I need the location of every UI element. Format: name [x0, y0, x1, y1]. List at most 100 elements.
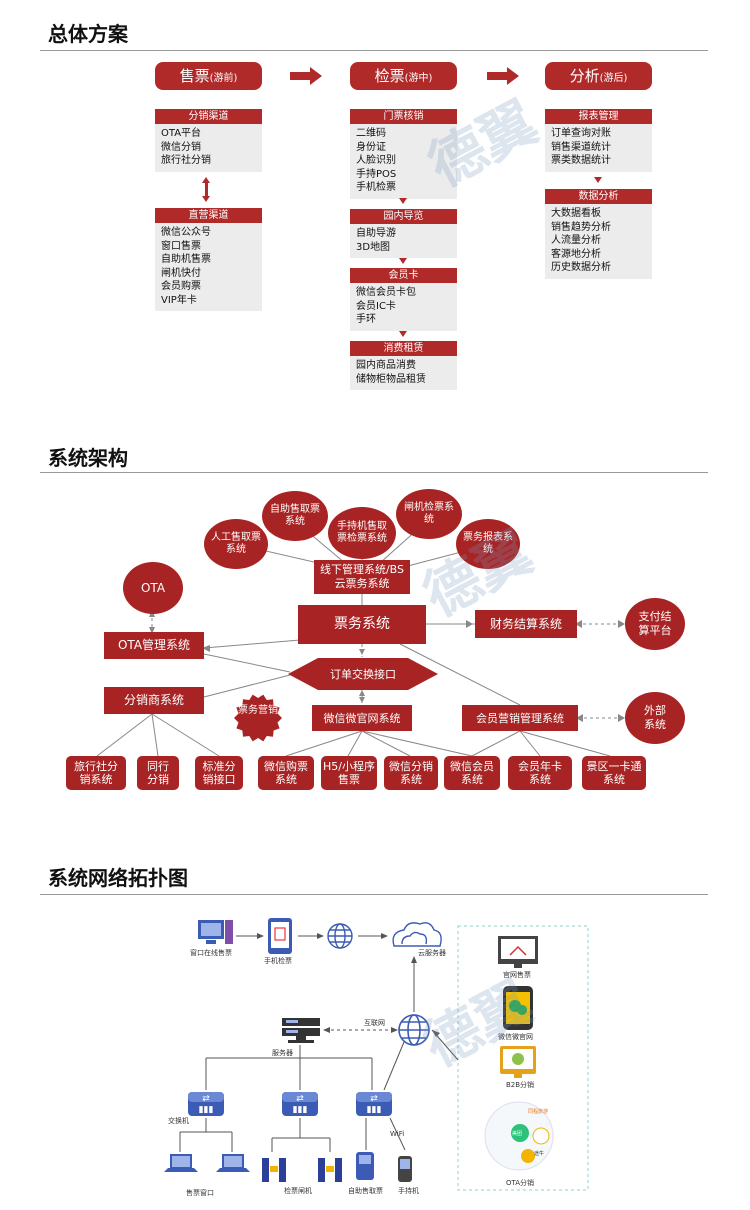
- label-internet: 互联网: [364, 1019, 385, 1027]
- circle-report: 票务报表系统: [456, 519, 520, 569]
- phase-check: 检票(游中): [350, 62, 457, 90]
- bottom-box-h5: H5/小程序售票: [321, 756, 377, 790]
- card-item: 园内商品消费: [356, 360, 416, 371]
- bottom-label: 景区一卡通系统: [586, 760, 642, 786]
- phase-analysis: 分析(游后): [545, 62, 652, 90]
- card-item: 销售渠道统计: [551, 141, 611, 153]
- ticket-system-box: 票务系统: [298, 605, 426, 644]
- switch-icon-3: ▮▮▮ ⇄: [356, 1092, 392, 1116]
- official-site-icon: [498, 936, 538, 968]
- dist-system-box: 分销商系统: [104, 687, 204, 714]
- card-item: 票类数据统计: [551, 155, 611, 166]
- ota-mgr-box: OTA管理系统: [104, 632, 204, 659]
- box-label: 线下管理系统/BS云票务系统: [319, 563, 405, 590]
- svg-text:▮▮▮: ▮▮▮: [293, 1105, 308, 1115]
- circle-gate: 闸机检票系统: [396, 489, 462, 539]
- phase-name: 检票: [374, 67, 405, 85]
- card-title: 消费租赁: [350, 341, 457, 356]
- label-wifi: WiFi: [390, 1130, 405, 1138]
- bottom-label: H5/小程序售票: [323, 760, 375, 786]
- card-item: 人脸识别: [356, 155, 396, 166]
- window-sale-icon: [198, 920, 233, 944]
- card-item: 微信分销: [161, 141, 201, 153]
- circle-self-sell: 自助售取票系统: [262, 491, 328, 541]
- arrow-right: [487, 72, 509, 80]
- card-item: 会员购票: [161, 281, 201, 292]
- double-arrow-line: [205, 181, 208, 199]
- arrow-right-head: [507, 67, 519, 85]
- wechat-system-box: 微信微官网系统: [312, 705, 412, 731]
- gate-icon: [262, 1158, 342, 1182]
- card-item: 历史数据分析: [551, 262, 611, 273]
- section-title-architecture: 系统架构: [48, 446, 128, 470]
- card-item: 客源地分析: [551, 248, 601, 260]
- phase-name: 售票: [179, 67, 210, 85]
- label-sell-window: 售票窗口: [186, 1189, 214, 1197]
- section-title-topology: 系统网络拓扑图: [48, 866, 188, 890]
- card-item: 储物柜物品租赁: [356, 373, 426, 385]
- bottom-box-standard-api: 标准分销接口: [195, 756, 243, 790]
- label-meituan: 美团: [512, 1131, 523, 1137]
- card-item: 窗口售票: [161, 240, 201, 252]
- laptop-icon: [164, 1154, 198, 1172]
- card-title: 数据分析: [545, 189, 652, 204]
- bottom-label: 微信购票系统: [264, 760, 308, 786]
- section-divider: [40, 472, 708, 473]
- card-title: 园内导览: [350, 209, 457, 224]
- card-item: 旅行社分销: [161, 155, 211, 166]
- bottom-box-travel-agency: 旅行社分销系统: [66, 756, 126, 790]
- circle-label: 闸机检票系统: [404, 502, 454, 525]
- circle-label: 票务报表系统: [463, 532, 513, 555]
- card-rent: 消费租赁 园内商品消费 储物柜物品租赁: [350, 341, 457, 390]
- bottom-box-wechat-buy: 微信购票系统: [258, 756, 314, 790]
- circle-label: 人工售取票系统: [211, 532, 261, 555]
- card-item: 闸机快付: [161, 267, 201, 279]
- bottom-box-peer-dist: 同行分销: [137, 756, 179, 790]
- card-item: 自助机售票: [161, 254, 211, 265]
- label-server: 服务器: [272, 1049, 293, 1057]
- section-divider: [40, 894, 708, 895]
- circle-label: 手持机售取票检票系统: [337, 521, 387, 544]
- card-direct-channel: 直营渠道 微信公众号 窗口售票 自助机售票 闸机快付 会员购票 VIP年卡: [155, 208, 262, 311]
- handheld-icon: [398, 1156, 412, 1182]
- card-item: 二维码: [356, 128, 386, 139]
- marketing-seal: [234, 694, 282, 742]
- arrow-down-icon: [399, 331, 407, 337]
- globe-icon-internet: [398, 1014, 430, 1046]
- svg-text:⇄: ⇄: [202, 1094, 210, 1104]
- label-switch: 交换机: [168, 1117, 189, 1125]
- card-item: 微信会员卡包: [356, 287, 416, 298]
- arrow-down-icon: [399, 198, 407, 204]
- card-item: OTA平台: [161, 128, 202, 139]
- arrow-right-head: [310, 67, 322, 85]
- circle-label: 外部系统: [644, 704, 666, 731]
- order-interface-label: 订单交换接口: [330, 668, 396, 681]
- wechat-site-icon: [503, 986, 533, 1030]
- label-tuniu: 途牛: [534, 1151, 545, 1157]
- globe-icon: [327, 923, 353, 949]
- label-self-machine: 自助售取票: [348, 1187, 383, 1195]
- arrow-up-head: [202, 177, 210, 183]
- circle-handheld: 手持机售取票检票系统: [328, 507, 396, 559]
- bottom-box-annual-card: 会员年卡系统: [508, 756, 572, 790]
- label-cloud: 云服务器: [418, 949, 446, 957]
- circle-manual-sell: 人工售取票系统: [204, 519, 268, 569]
- svg-text:▮▮▮: ▮▮▮: [199, 1105, 214, 1115]
- card-item: 人流量分析: [551, 235, 601, 246]
- card-item: 微信公众号: [161, 227, 211, 238]
- section-divider: [40, 50, 708, 51]
- card-item: VIP年卡: [161, 294, 197, 306]
- card-item: 销售趋势分析: [551, 221, 611, 233]
- arrow-right: [290, 72, 312, 80]
- circle-pay-platform: 支付结算平台: [625, 598, 685, 650]
- phase-sell: 售票(游前): [155, 62, 262, 90]
- card-title: 会员卡: [350, 268, 457, 283]
- label-wechat-site: 微信微官网: [498, 1033, 533, 1041]
- section-title-overall: 总体方案: [48, 22, 128, 46]
- bottom-box-scenic-card: 景区一卡通系统: [582, 756, 646, 790]
- bottom-label: 同行分销: [147, 760, 169, 786]
- cloud-icon: [392, 922, 442, 947]
- card-item: 会员IC卡: [356, 300, 396, 312]
